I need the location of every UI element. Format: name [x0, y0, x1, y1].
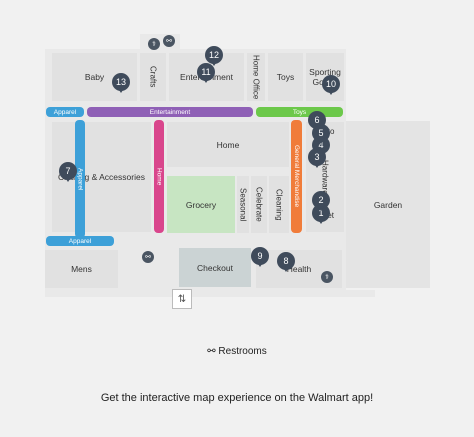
dept-toys-label: Toys — [276, 72, 295, 82]
dept-seasonal[interactable]: Seasonal — [237, 176, 249, 233]
map-pin-8[interactable]: 8 — [277, 252, 295, 272]
pharmacy-icon[interactable]: ⚕ — [148, 38, 160, 50]
map-pin-label: 9 — [257, 251, 263, 261]
map-pin-label: 7 — [65, 166, 71, 176]
map-pin-label: 12 — [208, 50, 219, 60]
map-pin-label: 11 — [201, 67, 211, 77]
map-pin-12[interactable]: 12 — [205, 46, 223, 66]
dept-health-label: Health — [286, 264, 312, 274]
map-pin-label: 1 — [318, 208, 324, 218]
aisle-apparel-bottom[interactable]: Apparel — [46, 236, 114, 246]
dept-crafts-label: Crafts — [148, 66, 158, 88]
aisle-apparel-top-label: Apparel — [53, 108, 77, 116]
map-pin-13[interactable]: 13 — [112, 73, 130, 93]
dept-cleaning[interactable]: Cleaning — [269, 176, 289, 233]
aisle-apparel-vertical-label: Apparel — [76, 167, 84, 191]
restroom-icon: ⚯ — [207, 346, 216, 357]
dept-garden-label: Garden — [373, 199, 403, 210]
map-pin-label: 3 — [314, 152, 320, 162]
map-pin-label: 13 — [115, 77, 126, 87]
aisle-home-vertical[interactable]: Home — [154, 120, 164, 233]
aisle-entertainment[interactable]: Entertainment — [87, 107, 253, 117]
aisle-general-merchandise-label: General Merchandise — [293, 145, 300, 208]
dept-clothing-label: Clothing & Accessories — [58, 172, 145, 182]
app-promo-text: Get the interactive map experience on th… — [100, 392, 374, 404]
aisle-general-merchandise[interactable]: General Merchandise — [291, 120, 302, 233]
map-pin-label: 6 — [314, 115, 320, 125]
map-pin-label: 8 — [283, 256, 289, 266]
dept-home-label: Home — [216, 139, 240, 150]
map-pin-7[interactable]: 7 — [59, 162, 77, 182]
map-pin-label: 2 — [318, 195, 324, 205]
aisle-toys[interactable]: Toys — [256, 107, 343, 117]
dept-home-office[interactable]: Home Office — [247, 53, 265, 101]
map-pin-label: 5 — [318, 128, 324, 138]
map-pin-6[interactable]: 6 — [308, 111, 326, 131]
dept-home-office-label: Home Office — [251, 54, 261, 100]
dept-home[interactable]: Home — [167, 122, 289, 167]
map-pin-9[interactable]: 9 — [251, 247, 269, 267]
restroom-icon[interactable]: ⚯ — [142, 251, 154, 263]
dept-crafts[interactable]: Crafts — [140, 53, 166, 101]
aisle-apparel-top[interactable]: Apparel — [46, 107, 84, 117]
dept-toys[interactable]: Toys — [268, 53, 303, 101]
map-pin-label: 10 — [325, 79, 336, 89]
dept-celebrate[interactable]: Celebrate — [251, 176, 267, 233]
aisle-toys-label: Toys — [292, 108, 307, 116]
dept-mens[interactable]: Mens — [45, 250, 118, 288]
map-pin-2[interactable]: 2 — [312, 191, 330, 211]
legend: ⚯ Restrooms — [0, 346, 474, 357]
dept-baby-label: Baby — [84, 72, 105, 82]
dept-hardware-label: Hardware — [320, 159, 330, 195]
dept-checkout-label: Checkout — [197, 262, 233, 273]
pharmacy-icon[interactable]: ⚕ — [321, 271, 333, 283]
aisle-entertainment-label: Entertainment — [149, 108, 191, 116]
dept-grocery[interactable]: Grocery — [167, 176, 235, 233]
legend-restrooms-label: Restrooms — [218, 346, 267, 357]
dept-celebrate-label: Celebrate — [254, 187, 264, 222]
aisle-apparel-vertical[interactable]: Apparel — [75, 120, 85, 238]
store-floor-lower — [45, 290, 375, 297]
dept-mens-label: Mens — [71, 264, 92, 274]
dept-grocery-label: Grocery — [185, 199, 217, 210]
entrance-icon[interactable]: ⇅ — [172, 289, 192, 309]
map-pin-10[interactable]: 10 — [322, 75, 340, 95]
restroom-icon[interactable]: ⚯ — [163, 35, 175, 47]
map-pin-label: 4 — [318, 140, 324, 150]
dept-checkout[interactable]: Checkout — [179, 248, 251, 287]
dept-garden[interactable]: Garden — [346, 121, 430, 288]
dept-seasonal-label: Seasonal — [238, 187, 248, 222]
aisle-apparel-bottom-label: Apparel — [68, 237, 92, 245]
dept-cleaning-label: Cleaning — [274, 188, 284, 221]
map-pin-11[interactable]: 11 — [197, 63, 215, 83]
aisle-home-vertical-label: Home — [155, 167, 163, 186]
